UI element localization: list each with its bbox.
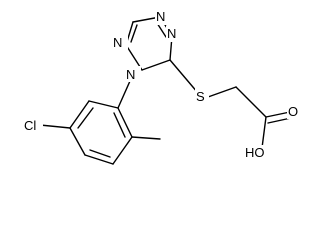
bond-ring-cl bbox=[39, 124, 71, 129]
atom-labels: N N N N S Cl HO O bbox=[23, 9, 301, 161]
bond-ring-6 bbox=[117, 107, 133, 138]
bond-ring-methyl bbox=[131, 136, 161, 140]
atom-label-n-upper-left: N bbox=[113, 35, 122, 50]
atom-label-n-top: N bbox=[156, 9, 165, 24]
bond-ring-2 bbox=[69, 100, 90, 129]
bond-s-ch2 bbox=[207, 86, 237, 98]
benzene-ring bbox=[69, 80, 133, 165]
bond-c-oh bbox=[261, 116, 267, 149]
bond-c5-n1 bbox=[141, 59, 171, 71]
bond-ring-4 bbox=[84, 154, 114, 165]
atom-label-chlorine: Cl bbox=[24, 118, 36, 133]
bond-ring-1 bbox=[88, 100, 119, 109]
bond-n1-n4 bbox=[125, 44, 143, 71]
chemical-structure-diagram: N N N N S Cl HO O bbox=[23, 9, 301, 165]
atom-label-n-right: N bbox=[167, 26, 176, 41]
bond-c-o-double bbox=[265, 111, 291, 118]
bond-n1-aryl bbox=[117, 80, 131, 109]
atom-label-hydroxyl: HO bbox=[245, 145, 265, 160]
bond-n-n-double-inner bbox=[130, 24, 138, 43]
bond-ring-3 bbox=[69, 127, 86, 156]
atom-label-carbonyl-oxygen: O bbox=[288, 104, 298, 119]
bond-ring-5 bbox=[112, 136, 133, 165]
bond-ring-inner-b bbox=[89, 149, 111, 158]
bond-n3-n2-double-inner bbox=[156, 22, 167, 38]
bond-ch2-cooh bbox=[235, 86, 267, 118]
thioacetic-acid-chain bbox=[169, 59, 292, 149]
bond-c5-s bbox=[169, 59, 199, 94]
atom-label-n-aryl: N bbox=[126, 67, 135, 82]
atom-label-sulfur: S bbox=[196, 89, 205, 104]
bond-ring-inner-c bbox=[113, 112, 126, 138]
bond-ring-inner-a bbox=[77, 107, 94, 129]
benzene-substituents bbox=[39, 124, 161, 140]
